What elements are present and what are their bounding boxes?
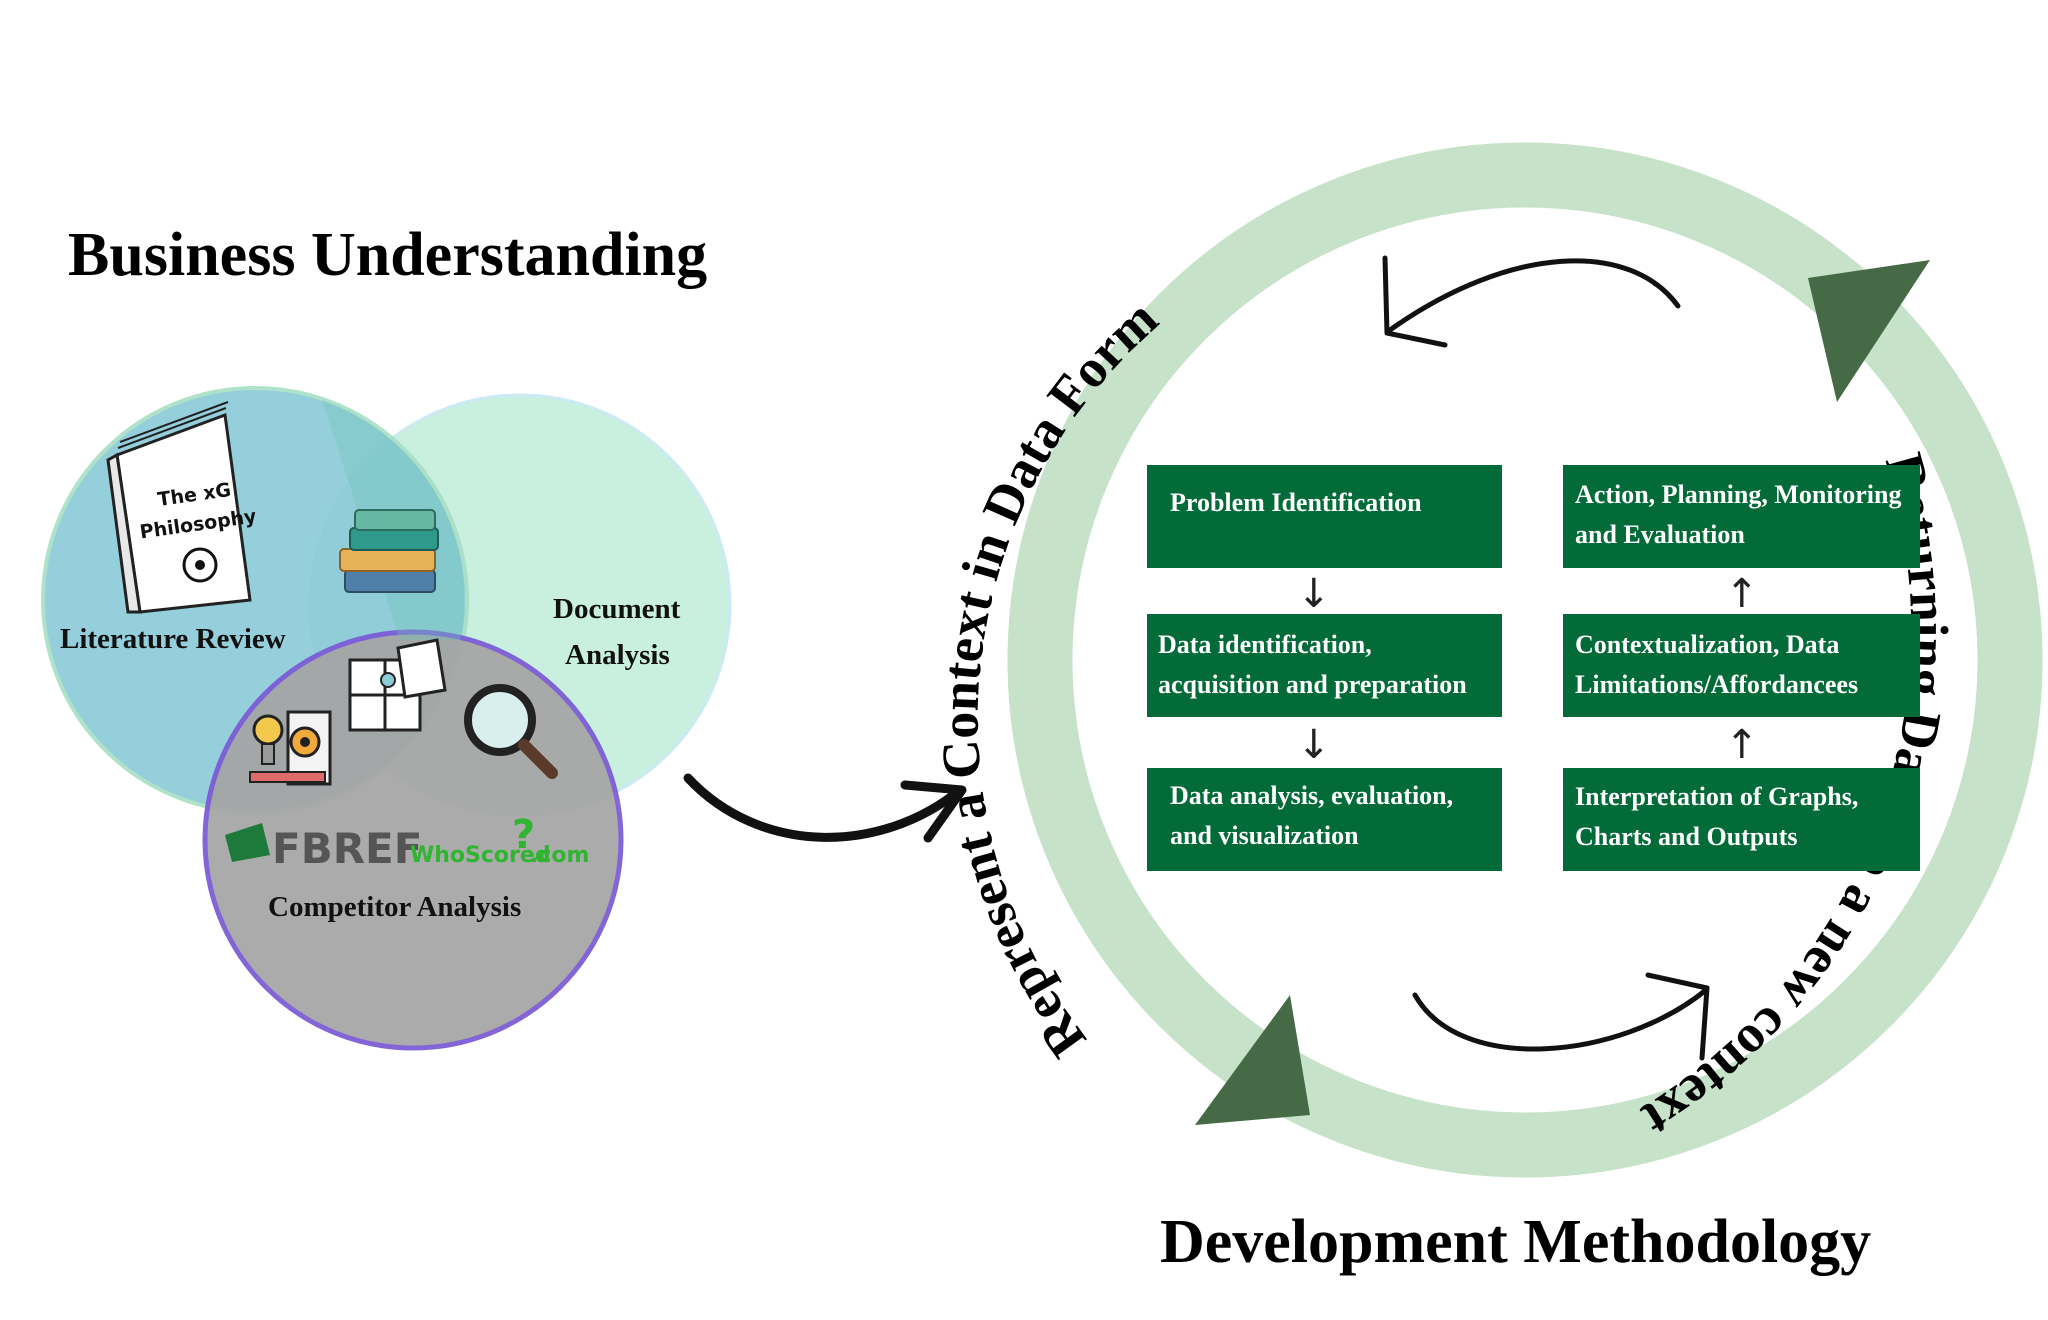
fbref-logo-text: FBREF [272,824,422,873]
document-analysis-label-line1: Document [553,593,681,625]
arrow-up-1: ↑ [1725,571,1759,617]
whoscored-logo-text: WhoScored [410,843,551,868]
box-problem-identification: Problem Identification [1147,465,1502,568]
box-action-line1: Action, Planning, Monitoring [1575,480,1901,509]
arrow-down-1: ↓ [1297,571,1331,617]
literature-review-label: Literature Review [60,623,286,655]
cycle-triangle-bottom [1195,995,1310,1125]
development-methodology-title: Development Methodology [1160,1208,1871,1276]
idea-gear-icon [249,710,332,786]
book-icon: The xG Philosophy [106,401,258,614]
inner-arrow-bottom [1412,972,1710,1061]
box-problem-line1: Problem Identification [1170,488,1422,517]
box-analysis-line2: and visualization [1170,821,1359,850]
competitor-analysis-label: Competitor Analysis [268,891,521,923]
box-contextualization: Contextualization, Data Limitations/Affo… [1563,614,1920,717]
venn-diagram: The xG Philosophy [41,386,732,1051]
cycle-triangle-top [1808,260,1930,402]
puzzle-icon [348,638,447,732]
process-boxes: Problem Identification ↓ Data identifica… [1147,465,1920,871]
box-context-line1: Contextualization, Data [1575,630,1839,659]
box-analysis-line1: Data analysis, evaluation, [1170,781,1453,810]
box-context-line2: Limitations/Affordancees [1575,670,1858,699]
whoscored-logo-com: .com [530,843,589,868]
connector-arrow [683,773,967,843]
box-data-id-line2: acquisition and preparation [1158,670,1467,699]
document-analysis-label-line2: Analysis [565,639,670,671]
inner-arrow-top [1382,255,1681,348]
arrow-down-2: ↓ [1297,722,1331,768]
business-understanding-title: Business Understanding [68,221,707,289]
box-action-line2: and Evaluation [1575,520,1745,549]
box-interpretation: Interpretation of Graphs, Charts and Out… [1563,768,1920,871]
box-action-planning: Action, Planning, Monitoring and Evaluat… [1563,465,1920,568]
magnifier-icon [464,684,558,779]
box-data-analysis: Data analysis, evaluation, and visualiza… [1147,768,1502,871]
whoscored-logo: WhoScored .com ? [410,812,589,868]
fbref-logo: FBREF [225,823,422,873]
arrow-up-2: ↑ [1725,722,1759,768]
book-stack-icon [339,509,439,593]
question-mark-icon: ? [512,812,535,858]
box-data-identification: Data identification, acquisition and pre… [1147,614,1502,717]
box-interpret-line2: Charts and Outputs [1575,822,1798,851]
box-interpret-line1: Interpretation of Graphs, [1575,782,1858,811]
box-data-id-line1: Data identification, [1158,630,1372,659]
